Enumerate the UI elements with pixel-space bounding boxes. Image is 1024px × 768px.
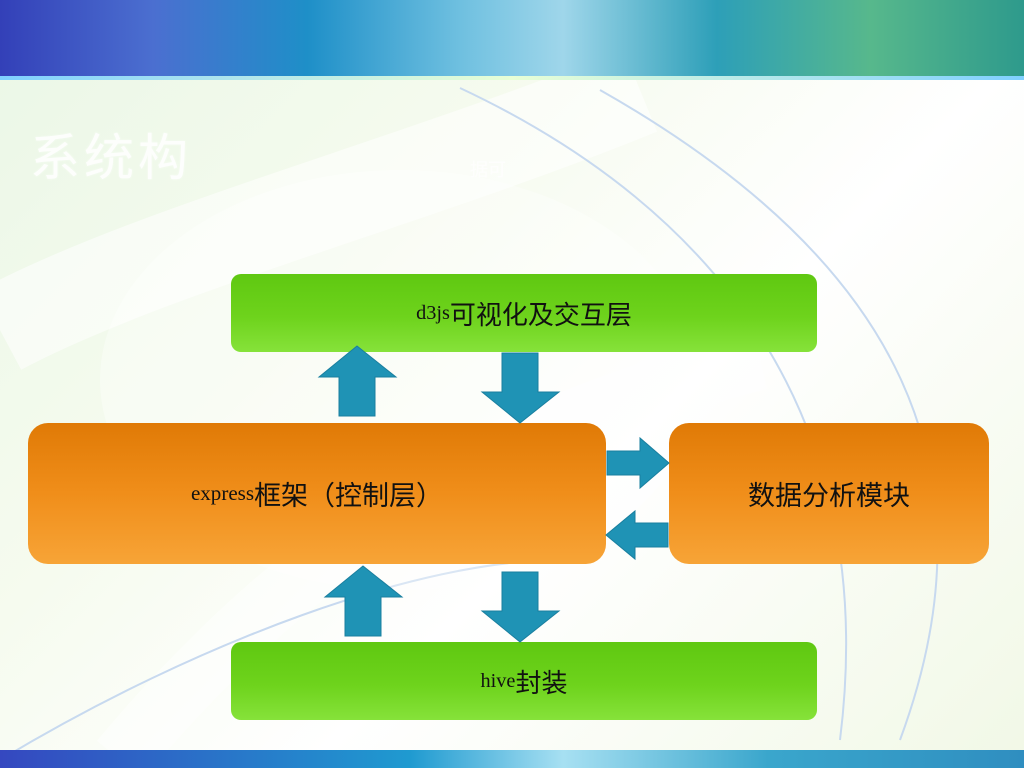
wrapper-label: 封装 <box>515 668 568 699</box>
d3js-label: d3js <box>416 301 450 324</box>
arrow-right-icon <box>606 436 670 490</box>
slide-subtitle: 据可 <box>470 160 506 181</box>
top-banner <box>0 0 1024 80</box>
express-label: express <box>190 481 255 505</box>
data-analysis-module-box: 数据分析模块 <box>669 423 989 564</box>
arrow-down-icon <box>480 352 561 424</box>
arrow-up-icon <box>317 345 398 417</box>
hive-label: hive <box>480 669 516 692</box>
arrow-down-icon <box>480 571 561 643</box>
control-layer-label: 框架（控制层） <box>254 481 444 512</box>
arrow-up-icon <box>323 565 404 637</box>
bottom-strip <box>0 750 1024 768</box>
data-analysis-module-label: 数据分析模块 <box>748 481 910 512</box>
slide-title: 系统构 <box>30 129 192 187</box>
arrow-left-icon <box>605 509 669 561</box>
visualization-layer-label: 可视化及交互层 <box>449 300 632 331</box>
